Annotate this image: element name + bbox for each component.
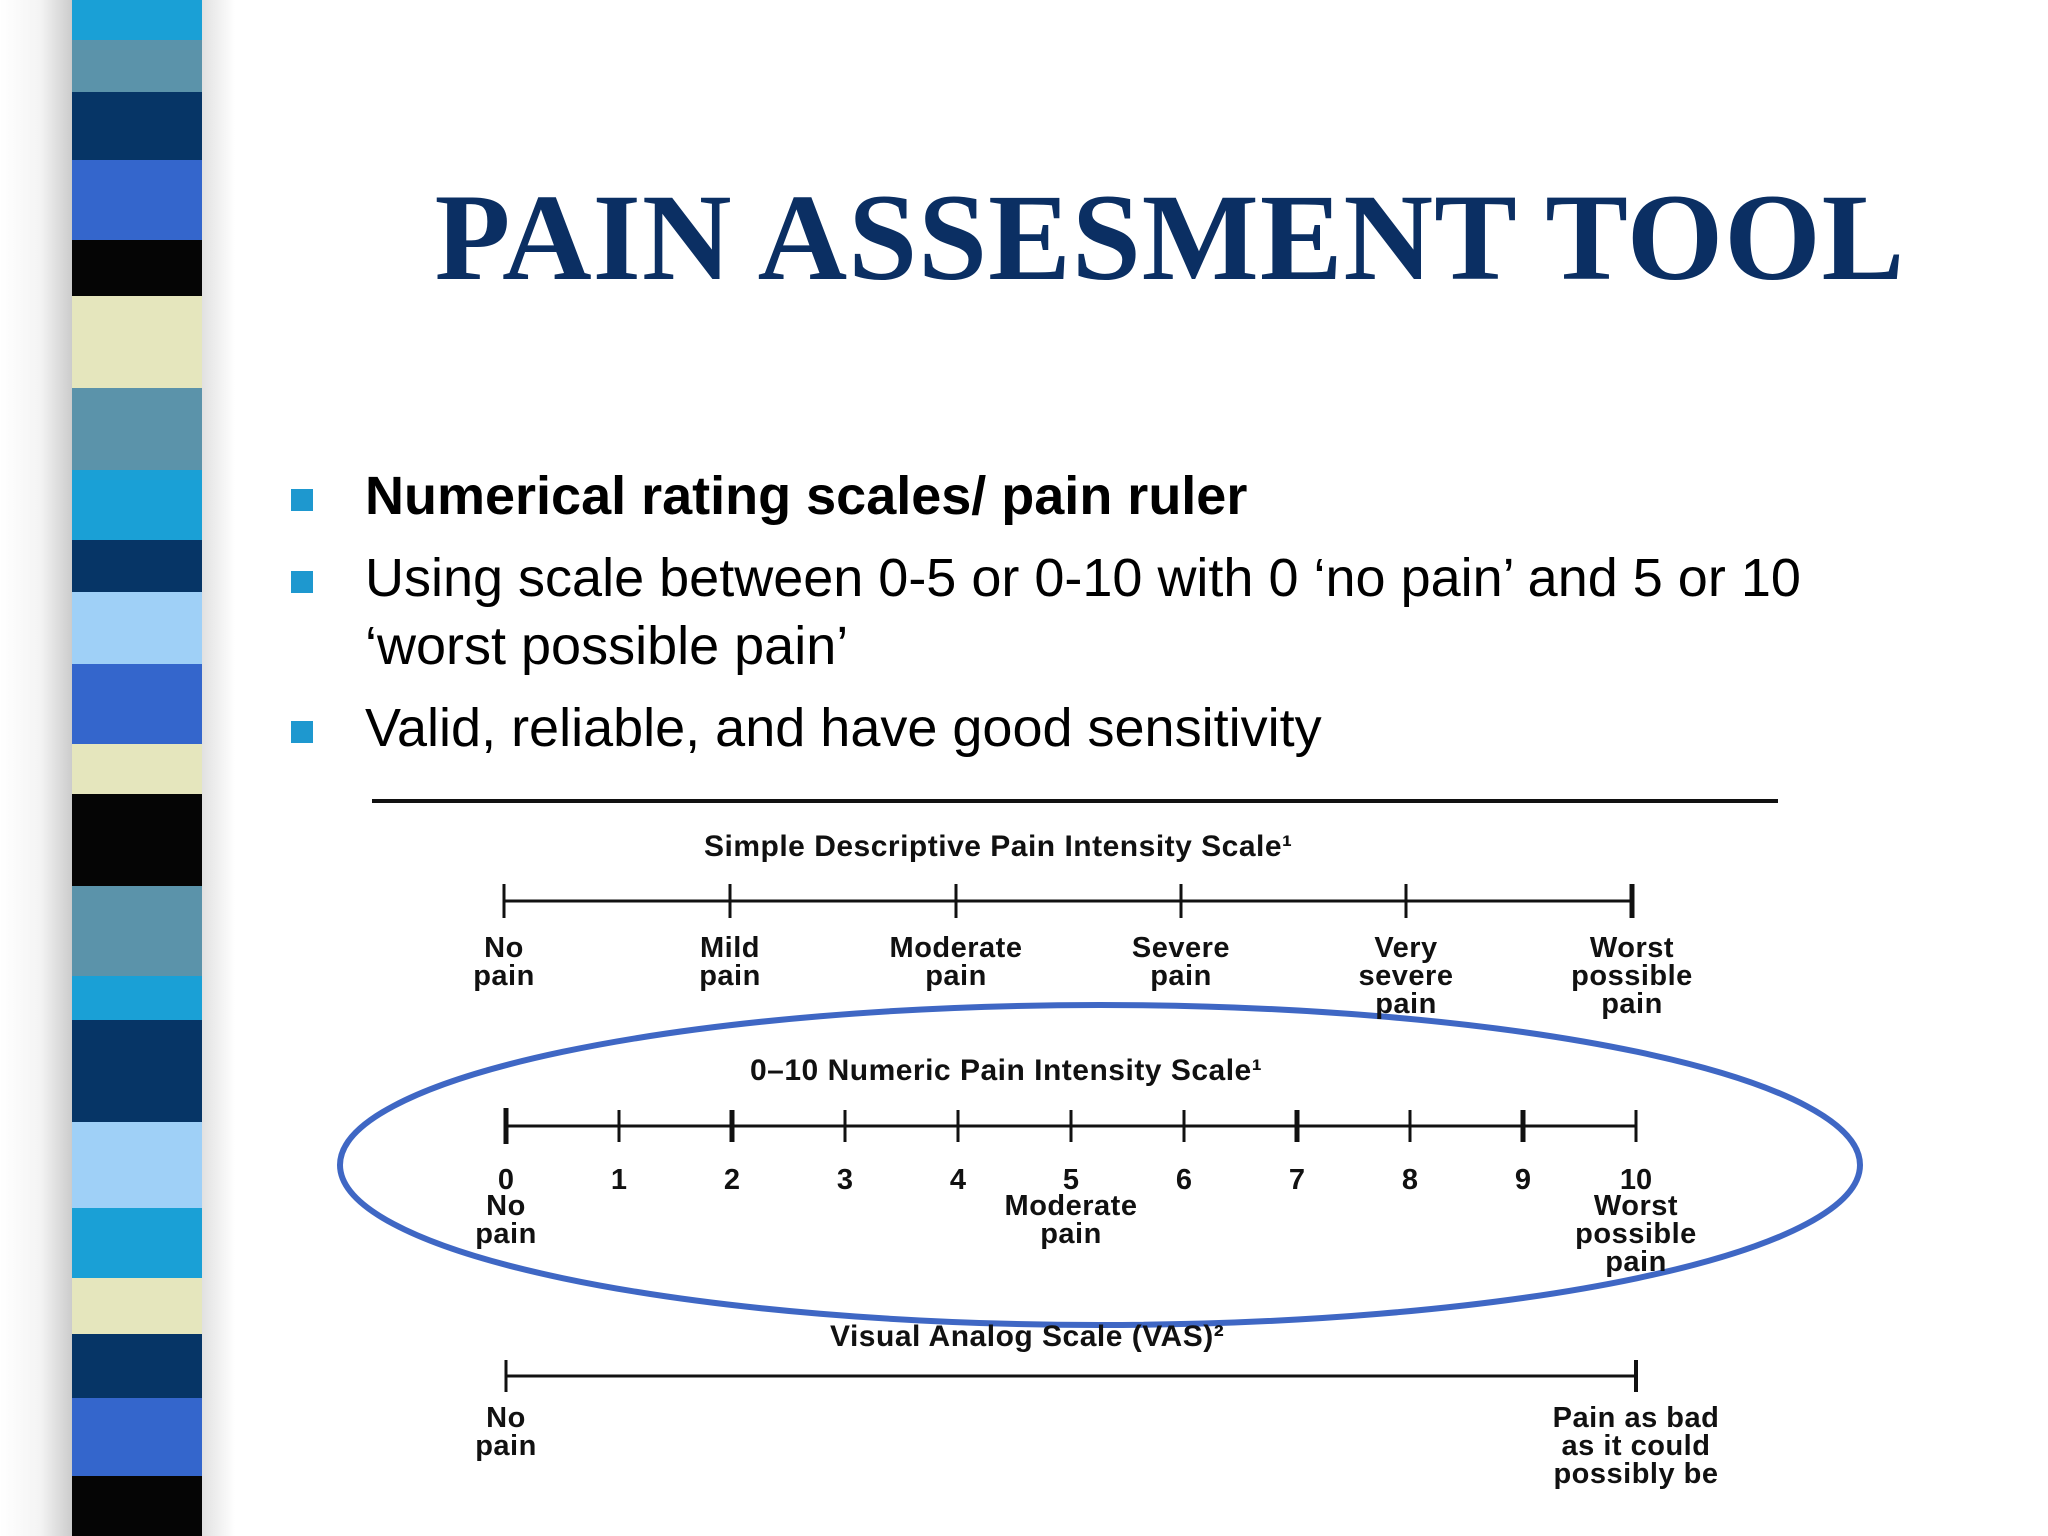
highlight-ellipse bbox=[337, 1002, 1863, 1328]
scale-number: 10 bbox=[1619, 1164, 1653, 1196]
bullet-text: Valid, reliable, and have good sensitivi… bbox=[365, 698, 1322, 758]
bullet-text: Using scale between 0-5 or 0-10 with 0 ‘… bbox=[365, 548, 1801, 676]
vas-scale-line bbox=[504, 1360, 1638, 1392]
scale-number: 9 bbox=[1514, 1164, 1532, 1196]
bullet-item: Valid, reliable, and have good sensitivi… bbox=[285, 694, 1925, 762]
numeric-anchor-label: Moderate pain bbox=[1004, 1190, 1138, 1250]
numeric-scale-line bbox=[503, 1108, 1638, 1144]
square-bullet-icon bbox=[291, 721, 313, 743]
slide-title: PAIN ASSESMENT TOOL bbox=[434, 169, 1906, 306]
square-bullet-icon bbox=[291, 489, 313, 511]
vas-label: No pain bbox=[475, 1402, 537, 1462]
vas-label: Pain as bad as it could possibly be bbox=[1552, 1402, 1720, 1490]
descriptive-label: No pain bbox=[473, 932, 535, 992]
descriptive-scale-line bbox=[502, 884, 1635, 918]
descriptive-label: Worst possible pain bbox=[1571, 932, 1693, 1020]
vas-scale-title: Visual Analog Scale (VAS)² bbox=[830, 1320, 1225, 1353]
scale-number: 8 bbox=[1401, 1164, 1419, 1196]
bullet-list: Numerical rating scales/ pain ruler Usin… bbox=[285, 462, 1925, 776]
scale-number: 3 bbox=[836, 1164, 854, 1196]
scale-number: 6 bbox=[1175, 1164, 1193, 1196]
bullet-text: Numerical rating scales/ pain ruler bbox=[365, 466, 1248, 526]
scale-number: 7 bbox=[1288, 1164, 1306, 1196]
bullet-item: Using scale between 0-5 or 0-10 with 0 ‘… bbox=[285, 544, 1925, 680]
scale-number: 0 bbox=[497, 1164, 515, 1196]
numeric-anchor-label: Worst possible pain bbox=[1575, 1190, 1697, 1278]
numeric-anchor-label: No pain bbox=[475, 1190, 537, 1250]
descriptive-label: Very severe pain bbox=[1358, 932, 1454, 1020]
decorative-stripe-bar bbox=[72, 0, 202, 1536]
descriptive-scale-title: Simple Descriptive Pain Intensity Scale¹ bbox=[704, 830, 1293, 863]
descriptive-label: Mild pain bbox=[699, 932, 761, 992]
square-bullet-icon bbox=[291, 571, 313, 593]
scale-number: 1 bbox=[610, 1164, 628, 1196]
bullet-item: Numerical rating scales/ pain ruler bbox=[285, 462, 1925, 530]
numeric-scale-title: 0–10 Numeric Pain Intensity Scale¹ bbox=[750, 1054, 1263, 1087]
descriptive-label: Moderate pain bbox=[889, 932, 1023, 992]
scale-number: 2 bbox=[723, 1164, 741, 1196]
descriptive-label: Severe pain bbox=[1131, 932, 1231, 992]
scale-number: 4 bbox=[949, 1164, 967, 1196]
scale-number: 5 bbox=[1062, 1164, 1080, 1196]
